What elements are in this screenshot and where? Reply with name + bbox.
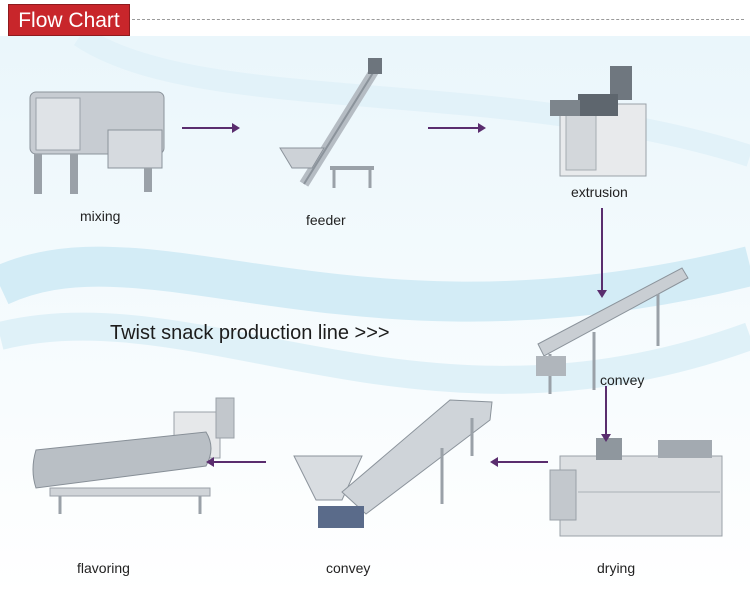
dryer-icon	[549, 438, 723, 537]
step-label-drying: drying	[597, 560, 636, 576]
arrow-drying-to-convey	[490, 457, 548, 467]
extruder-icon	[550, 66, 647, 177]
arrow-convey-to-drying	[601, 386, 611, 442]
arrow-feeder-to-extrusion	[428, 123, 486, 133]
arrow-mixing-to-feeder	[182, 123, 240, 133]
diagram-title: Twist snack production line >>>	[110, 322, 390, 344]
step-label-convey-2: convey	[326, 560, 371, 576]
flow-chart-header: Flow Chart	[8, 4, 130, 36]
arrow-convey-to-flavoring	[206, 457, 266, 467]
arrow-extrusion-to-convey	[597, 208, 607, 298]
screw-feeder-icon	[279, 58, 382, 188]
inclined-conveyor-icon	[536, 267, 689, 394]
mixing-machine-icon	[29, 91, 165, 194]
header-divider	[132, 19, 744, 20]
step-label-flavoring: flavoring	[77, 560, 130, 576]
step-label-feeder: feeder	[306, 212, 346, 228]
step-label-convey-1: convey	[600, 372, 645, 388]
hopper-conveyor-icon	[293, 399, 493, 528]
diagram-canvas: Twist snack production line >>> mixing f…	[0, 36, 750, 594]
flavoring-drum-icon	[32, 397, 235, 514]
step-label-extrusion: extrusion	[571, 184, 628, 200]
step-label-mixing: mixing	[80, 208, 121, 224]
header-title: Flow Chart	[18, 9, 120, 32]
